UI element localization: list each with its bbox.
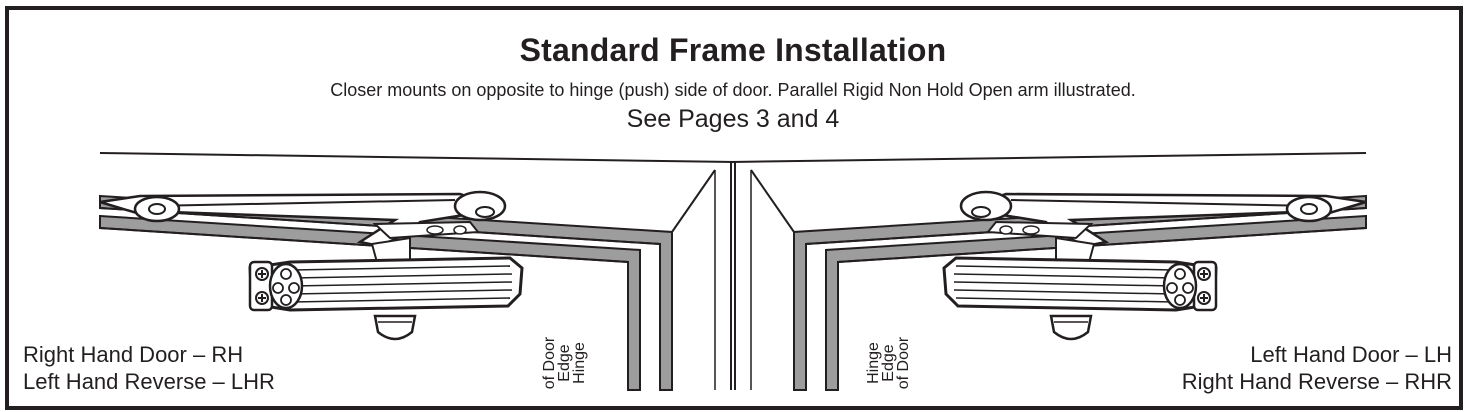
pages-reference: See Pages 3 and 4 — [626, 105, 840, 133]
left-hand-door-label: Left Hand Door – LH — [1250, 342, 1452, 367]
left-hinge-edge-label: of Door Edge Hinge — [541, 336, 588, 390]
right-hand-reverse-label: Right Hand Reverse – RHR — [1181, 369, 1452, 394]
installation-note: Closer mounts on opposite to hinge (push… — [330, 80, 1136, 100]
left-door-handing-label: Right Hand Door – RH Left Hand Reverse –… — [23, 341, 275, 395]
left-hand-reverse-label: Left Hand Reverse – LHR — [23, 369, 275, 394]
right-door-handing-label: Left Hand Door – LH Right Hand Reverse –… — [1182, 341, 1452, 395]
page-title: Standard Frame Installation — [519, 32, 947, 68]
right-hand-door-label: Right Hand Door – RH — [23, 342, 244, 367]
right-hinge-edge-label: Hinge Edge of Door — [865, 336, 912, 390]
